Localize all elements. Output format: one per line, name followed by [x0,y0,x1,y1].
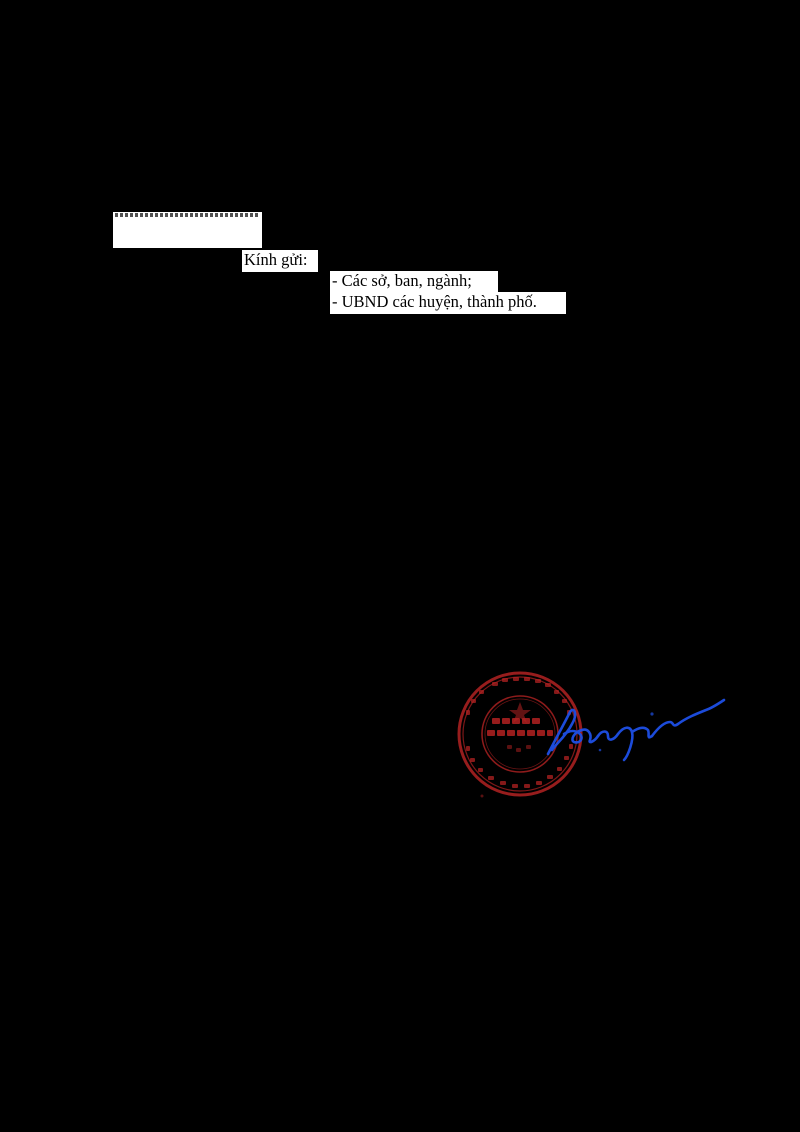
recipient-item-district-committees: - UBND các huyện, thành phố. [330,292,566,314]
greeting-label: Kính gửi: [242,250,318,272]
signature-icon [540,684,730,764]
recipient-item-departments: - Các sở, ban, ngành; [330,271,498,293]
header-fragment-text-blur [115,213,258,217]
header-fragment [113,212,262,248]
official-seal-icon [452,668,592,808]
